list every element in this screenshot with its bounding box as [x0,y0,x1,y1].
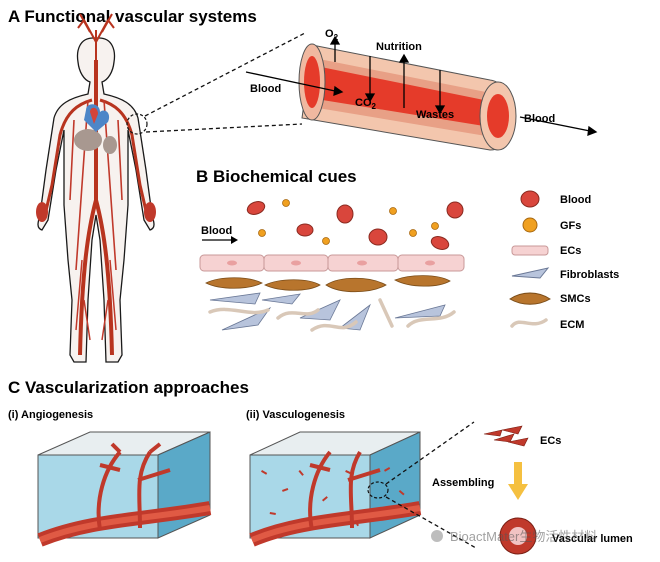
label-o2: O2 [325,28,339,42]
zoom-line-bottom [145,123,303,133]
vasculogenesis-cube [249,431,422,547]
label-assembling: Assembling [432,477,494,489]
legend-label: SMCs [560,293,591,305]
angiogenesis-cube [37,431,212,547]
blood-vessel-tube [298,43,517,151]
legend-label: ECM [560,319,584,331]
human-body-illustration [36,13,156,363]
zoom-line-top [144,32,306,117]
label-blood-out: Blood [524,113,555,125]
label-ecs: ECs [540,435,561,447]
legend-label: Fibroblasts [560,269,619,281]
biochemical-cues-panel: Blood [199,199,465,332]
legend-label: GFs [560,220,581,232]
section-c-title: C Vascularization approaches [8,378,249,397]
ecm-fiber-icon [510,318,548,328]
zoom-line-c-bottom [385,496,477,549]
fibroblast-icon [511,267,550,279]
section-a-title: A Functional vascular systems [8,7,257,26]
smooth-muscle-cell-icon [509,292,551,305]
label-wastes: Wastes [416,109,454,121]
label-blood-in: Blood [250,83,281,95]
exchange-arrows [245,35,598,136]
ec-cluster [483,425,529,447]
label-vasculogenesis: (ii) Vasculogenesis [246,409,345,421]
growth-factor-icon [522,217,538,233]
zoom-line-c-top [385,421,475,485]
endothelial-cell-icon [511,245,549,256]
zoom-circle [126,113,148,135]
label-vascular-lumen: Vascular lumen [552,533,633,545]
watermark: BioactMater生物活性材料 [431,529,597,544]
vascular-lumen-ring [499,517,537,555]
assembling-arrow [508,462,528,500]
legend-label: Blood [560,194,591,206]
legend: Blood GFs ECs Fibroblasts SMCs ECM [509,190,619,331]
liver-icon [74,129,102,151]
label-blood-flow: Blood [201,225,232,237]
label-nutrition: Nutrition [376,41,422,53]
label-angiogenesis: (i) Angiogenesis [8,409,93,421]
svg-text:BioactMater生物活性材料: BioactMater生物活性材料 [450,529,597,544]
section-b-title: B Biochemical cues [196,167,357,186]
label-co2: CO2 [355,97,377,111]
legend-label: ECs [560,245,581,257]
red-blood-cell-icon [520,190,540,208]
